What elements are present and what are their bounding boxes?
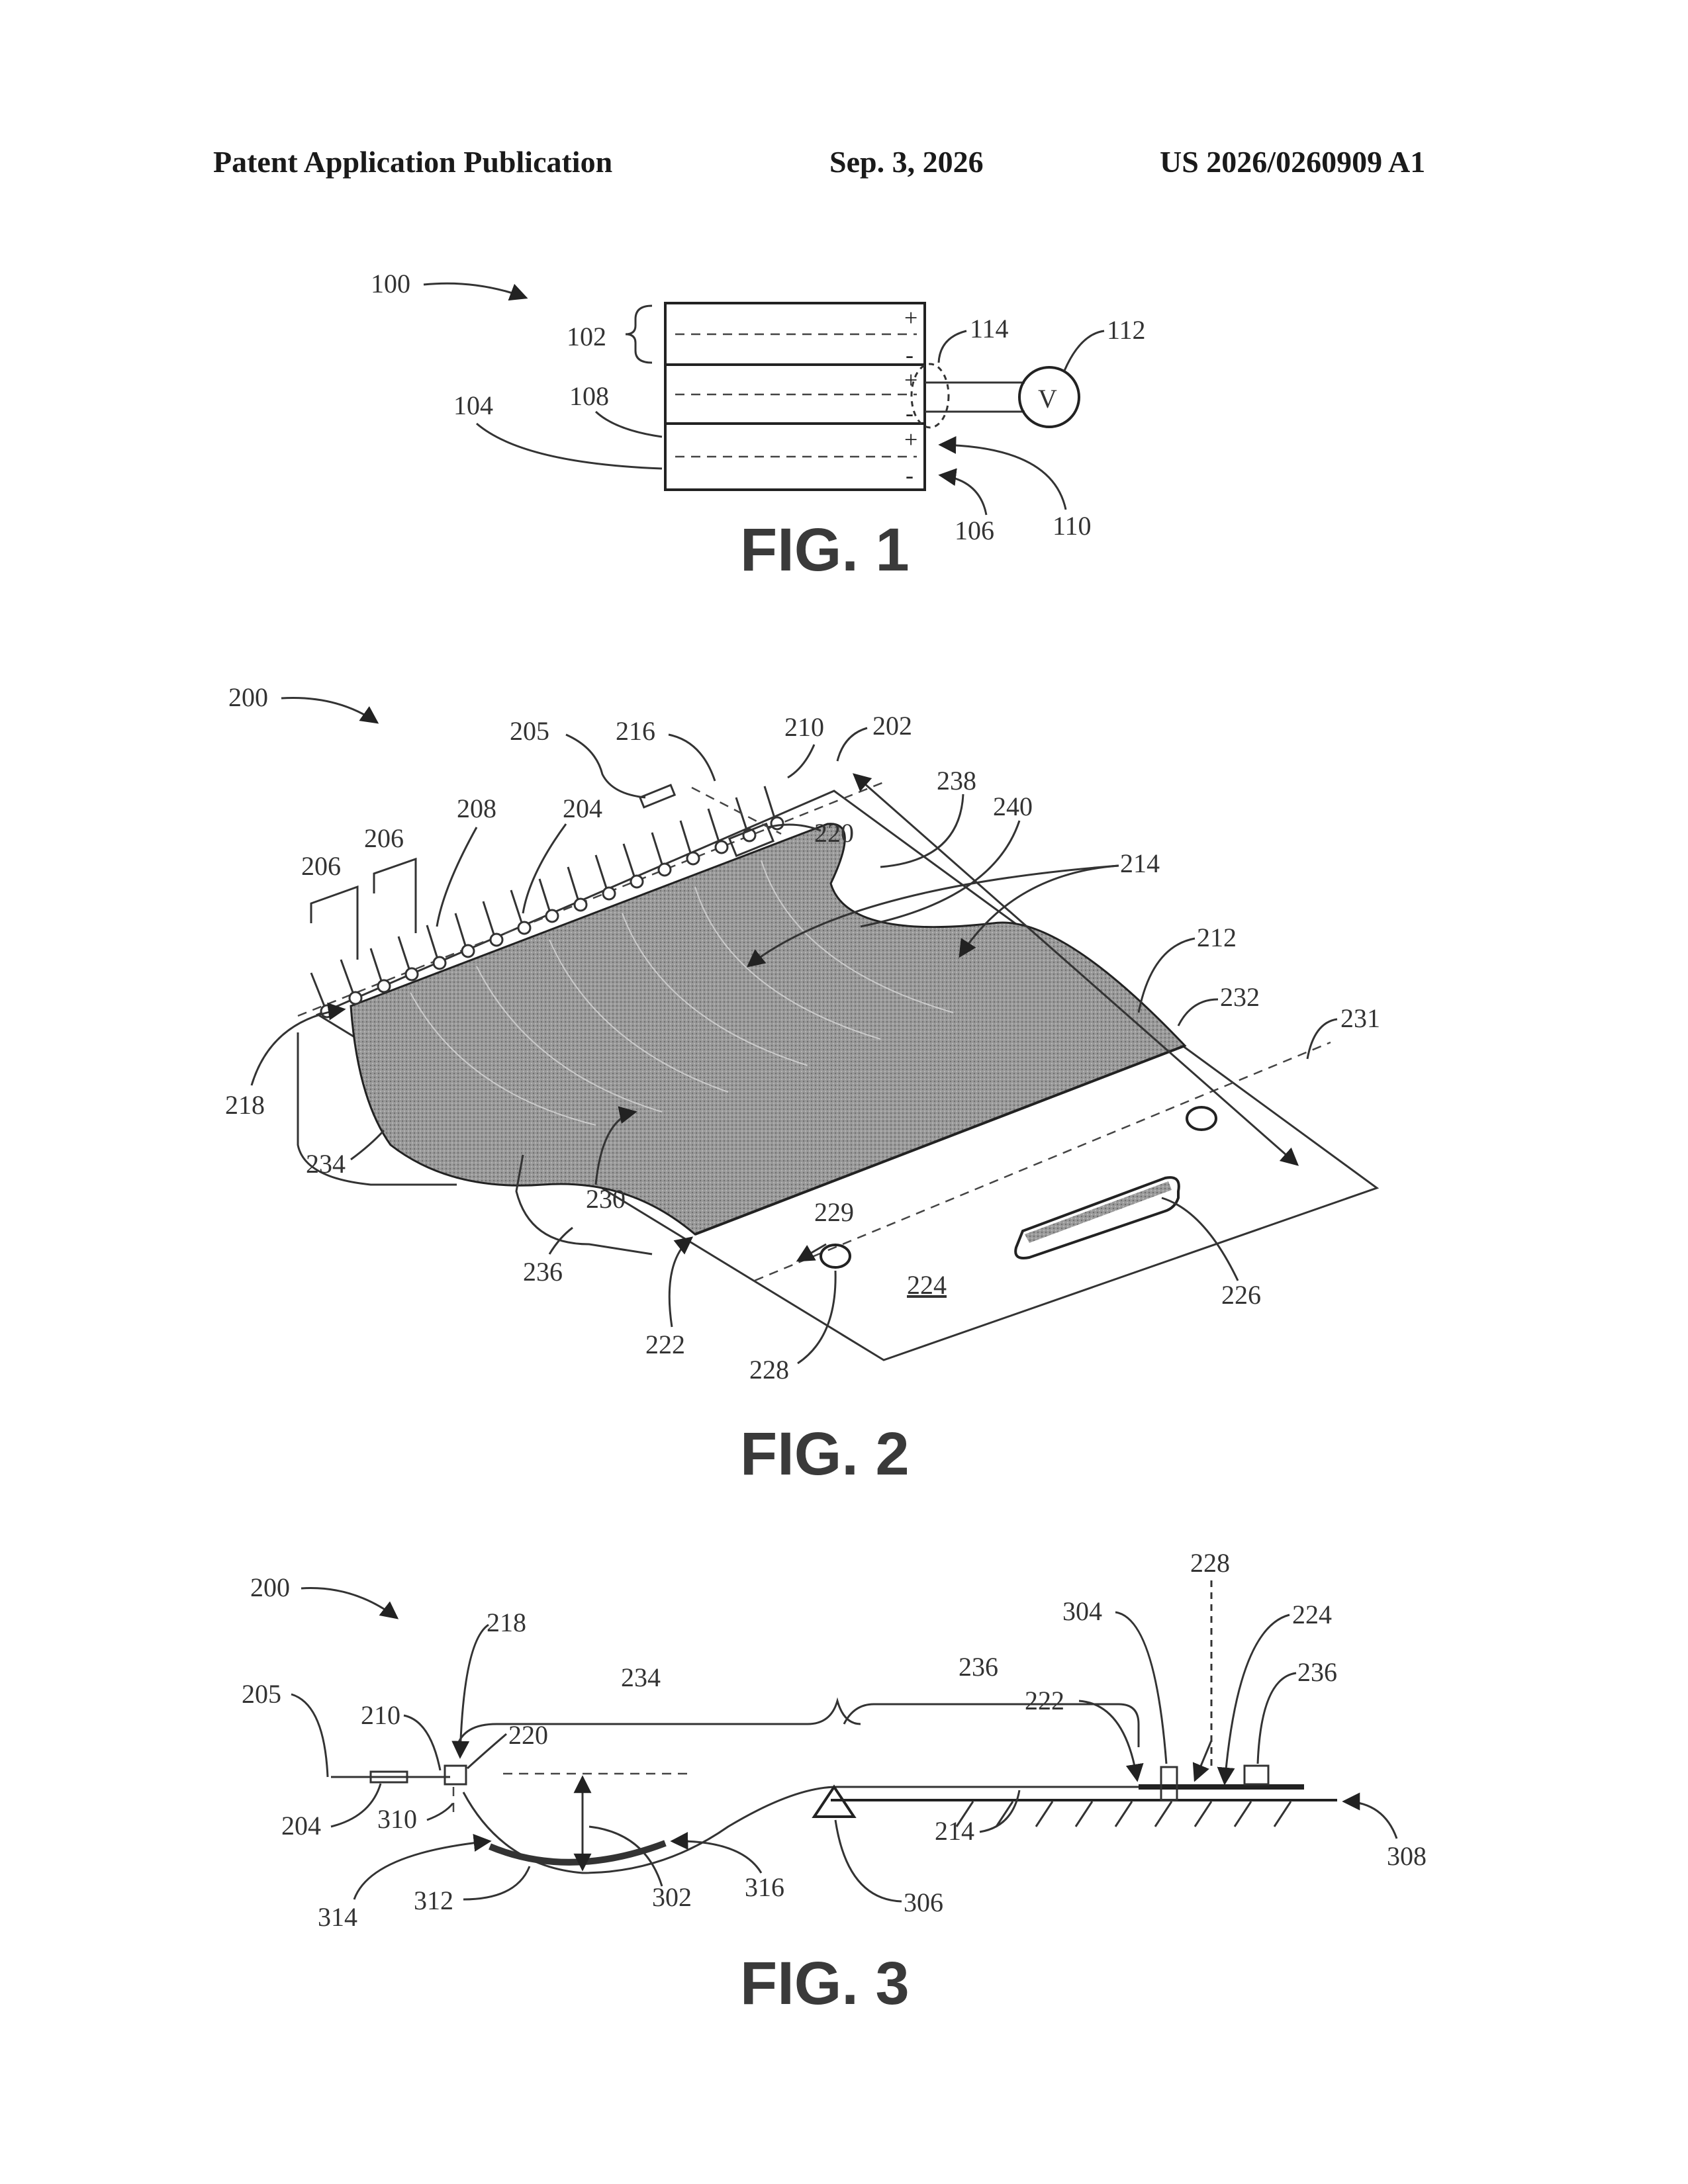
ref-205: 205 [510,716,549,746]
junction-detail-circle [912,364,949,428]
ref-302: 302 [652,1882,692,1912]
figure-1: + - + - + - V 100 102 104 108 114 112 11… [371,269,1146,584]
ref-316: 316 [745,1872,784,1902]
ref-231: 231 [1340,1003,1380,1033]
ref-204: 204 [281,1811,321,1841]
figure-1-caption: FIG. 1 [740,516,910,584]
ref-106: 106 [955,516,994,545]
ref-238: 238 [937,766,976,796]
ref-202: 202 [872,711,912,741]
cell-stack [665,303,925,490]
bracket-102 [626,306,652,363]
ref-216: 216 [616,716,655,746]
ref-210: 210 [784,712,824,742]
ref-222: 222 [645,1330,685,1359]
fulcrum-icon [814,1787,854,1817]
ref-304: 304 [1062,1596,1102,1626]
ref-114: 114 [970,314,1009,343]
figure-3-caption: FIG. 3 [740,1950,910,2017]
ref-314: 314 [318,1902,357,1932]
connector-housing [445,1766,466,1784]
figure-3: 200 205 210 218 220 234 236 222 304 228 … [242,1548,1427,2017]
ref-234: 234 [306,1149,346,1179]
ref-214: 214 [1120,848,1160,878]
ref-228: 228 [1190,1548,1230,1578]
ref-200: 200 [228,682,268,712]
ref-204: 204 [563,794,602,823]
ref-212: 212 [1197,923,1237,952]
ref-218: 218 [487,1608,526,1637]
ref-312: 312 [414,1886,453,1915]
ref-230: 230 [586,1184,626,1214]
polarity-plus: + [904,426,917,453]
ref-206-b: 206 [364,823,404,853]
ref-100: 100 [371,269,410,298]
ref-200: 200 [250,1572,290,1602]
ref-110: 110 [1053,511,1092,541]
ref-226: 226 [1221,1280,1261,1310]
ref-229: 229 [814,1197,854,1227]
ref-310: 310 [377,1804,417,1834]
ref-240: 240 [993,792,1033,821]
ref-308: 308 [1387,1841,1427,1871]
figure-2: 200 205 216 210 202 238 240 220 214 212 … [225,682,1380,1488]
pitch-bracket [311,887,357,960]
ground-hatch [957,1801,1291,1827]
pitch-bracket [374,859,416,933]
ref-208: 208 [457,794,496,823]
ref-205: 205 [242,1679,281,1709]
polarity-plus: + [904,304,917,331]
figure-2-caption: FIG. 2 [740,1420,910,1488]
ref-214: 214 [935,1816,974,1846]
ref-218: 218 [225,1090,265,1120]
curved-electrode [490,1843,665,1862]
ref-112: 112 [1107,315,1146,345]
ref-104: 104 [453,390,493,420]
ref-224: 224 [907,1270,947,1300]
ref-206-a: 206 [301,851,341,881]
ref-102: 102 [567,322,606,351]
ref-108: 108 [569,381,609,411]
ref-220: 220 [508,1720,548,1750]
alignment-hole [821,1245,850,1267]
ref-236: 236 [523,1257,563,1287]
ref-306: 306 [904,1888,943,1917]
polarity-plus: + [904,367,917,393]
pin-228 [1161,1767,1177,1800]
polarity-minus: - [906,341,914,368]
alignment-hole [1187,1107,1216,1130]
lead-stub [640,785,675,807]
ref-236-a: 236 [959,1652,998,1682]
ref-210: 210 [361,1700,400,1730]
ref-228: 228 [749,1355,789,1385]
ref-224: 224 [1292,1600,1332,1629]
ref-220: 220 [814,818,854,848]
clip-236 [1244,1766,1268,1784]
ref-236-b: 236 [1297,1657,1337,1687]
ref-234: 234 [621,1662,661,1692]
ref-222: 222 [1025,1686,1064,1715]
polarity-minus: - [906,462,914,488]
ref-232: 232 [1220,982,1260,1012]
flexible-membrane [351,824,1185,1234]
voltmeter-symbol: V [1038,384,1057,414]
brace-236 [844,1704,1139,1747]
